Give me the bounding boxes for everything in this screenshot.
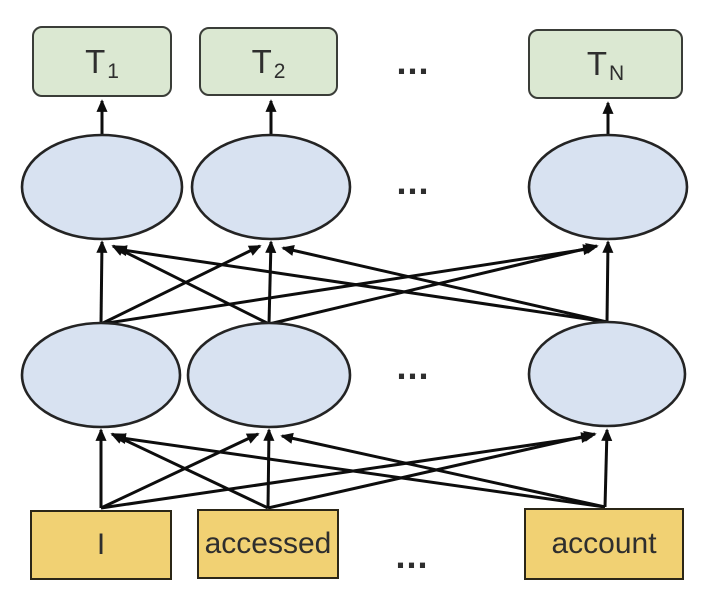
hidden-node-lower-2 (186, 321, 352, 429)
arrows-lower-hidden-to-upper-hidden (96, 240, 614, 326)
input-token-label: account (551, 527, 657, 560)
arrows-upper-hidden-to-output (96, 99, 614, 137)
hidden-node-lower-1 (20, 321, 182, 429)
ellipsis-upper-hidden-row: ... (396, 161, 430, 202)
connection-line (113, 433, 606, 509)
connection-line (111, 244, 270, 326)
connection-line (100, 244, 596, 326)
output-token-label: T (85, 42, 106, 80)
upper-hidden-layer (20, 133, 689, 241)
arrows-input-to-lower-hidden (95, 428, 613, 510)
output-token-label: T (251, 42, 272, 80)
output-token-label: T (586, 45, 607, 82)
connection-line (100, 432, 594, 510)
ellipsis-input-row: ... (395, 535, 429, 576)
connection-line (280, 432, 606, 509)
hidden-node-upper-2 (190, 133, 352, 241)
connection-line (100, 432, 260, 510)
hidden-node-upper-1 (20, 133, 184, 241)
lower-hidden-layer (20, 320, 687, 429)
connection-line (265, 240, 277, 325)
connection-line (114, 245, 608, 324)
hidden-node-upper-n (527, 133, 689, 241)
connection-line (601, 428, 613, 508)
connection-line (281, 245, 608, 324)
connection-line (110, 432, 269, 510)
input-token-label: I (96, 528, 106, 561)
connection-line (602, 240, 614, 323)
input-token-box-accessed: accessed (197, 509, 339, 579)
connection-line (267, 430, 597, 510)
connection-line (263, 428, 275, 509)
hidden-node-lower-n (527, 320, 687, 428)
input-token-box-account: account (524, 508, 684, 580)
ellipsis-output-row: ... (396, 41, 430, 82)
connection-line (100, 244, 262, 326)
connection-line (268, 243, 599, 326)
input-token-label: accessed (204, 527, 332, 560)
input-token-box-i: I (30, 510, 172, 580)
ellipsis-lower-hidden-row: ... (396, 346, 430, 387)
connection-line (96, 240, 108, 325)
